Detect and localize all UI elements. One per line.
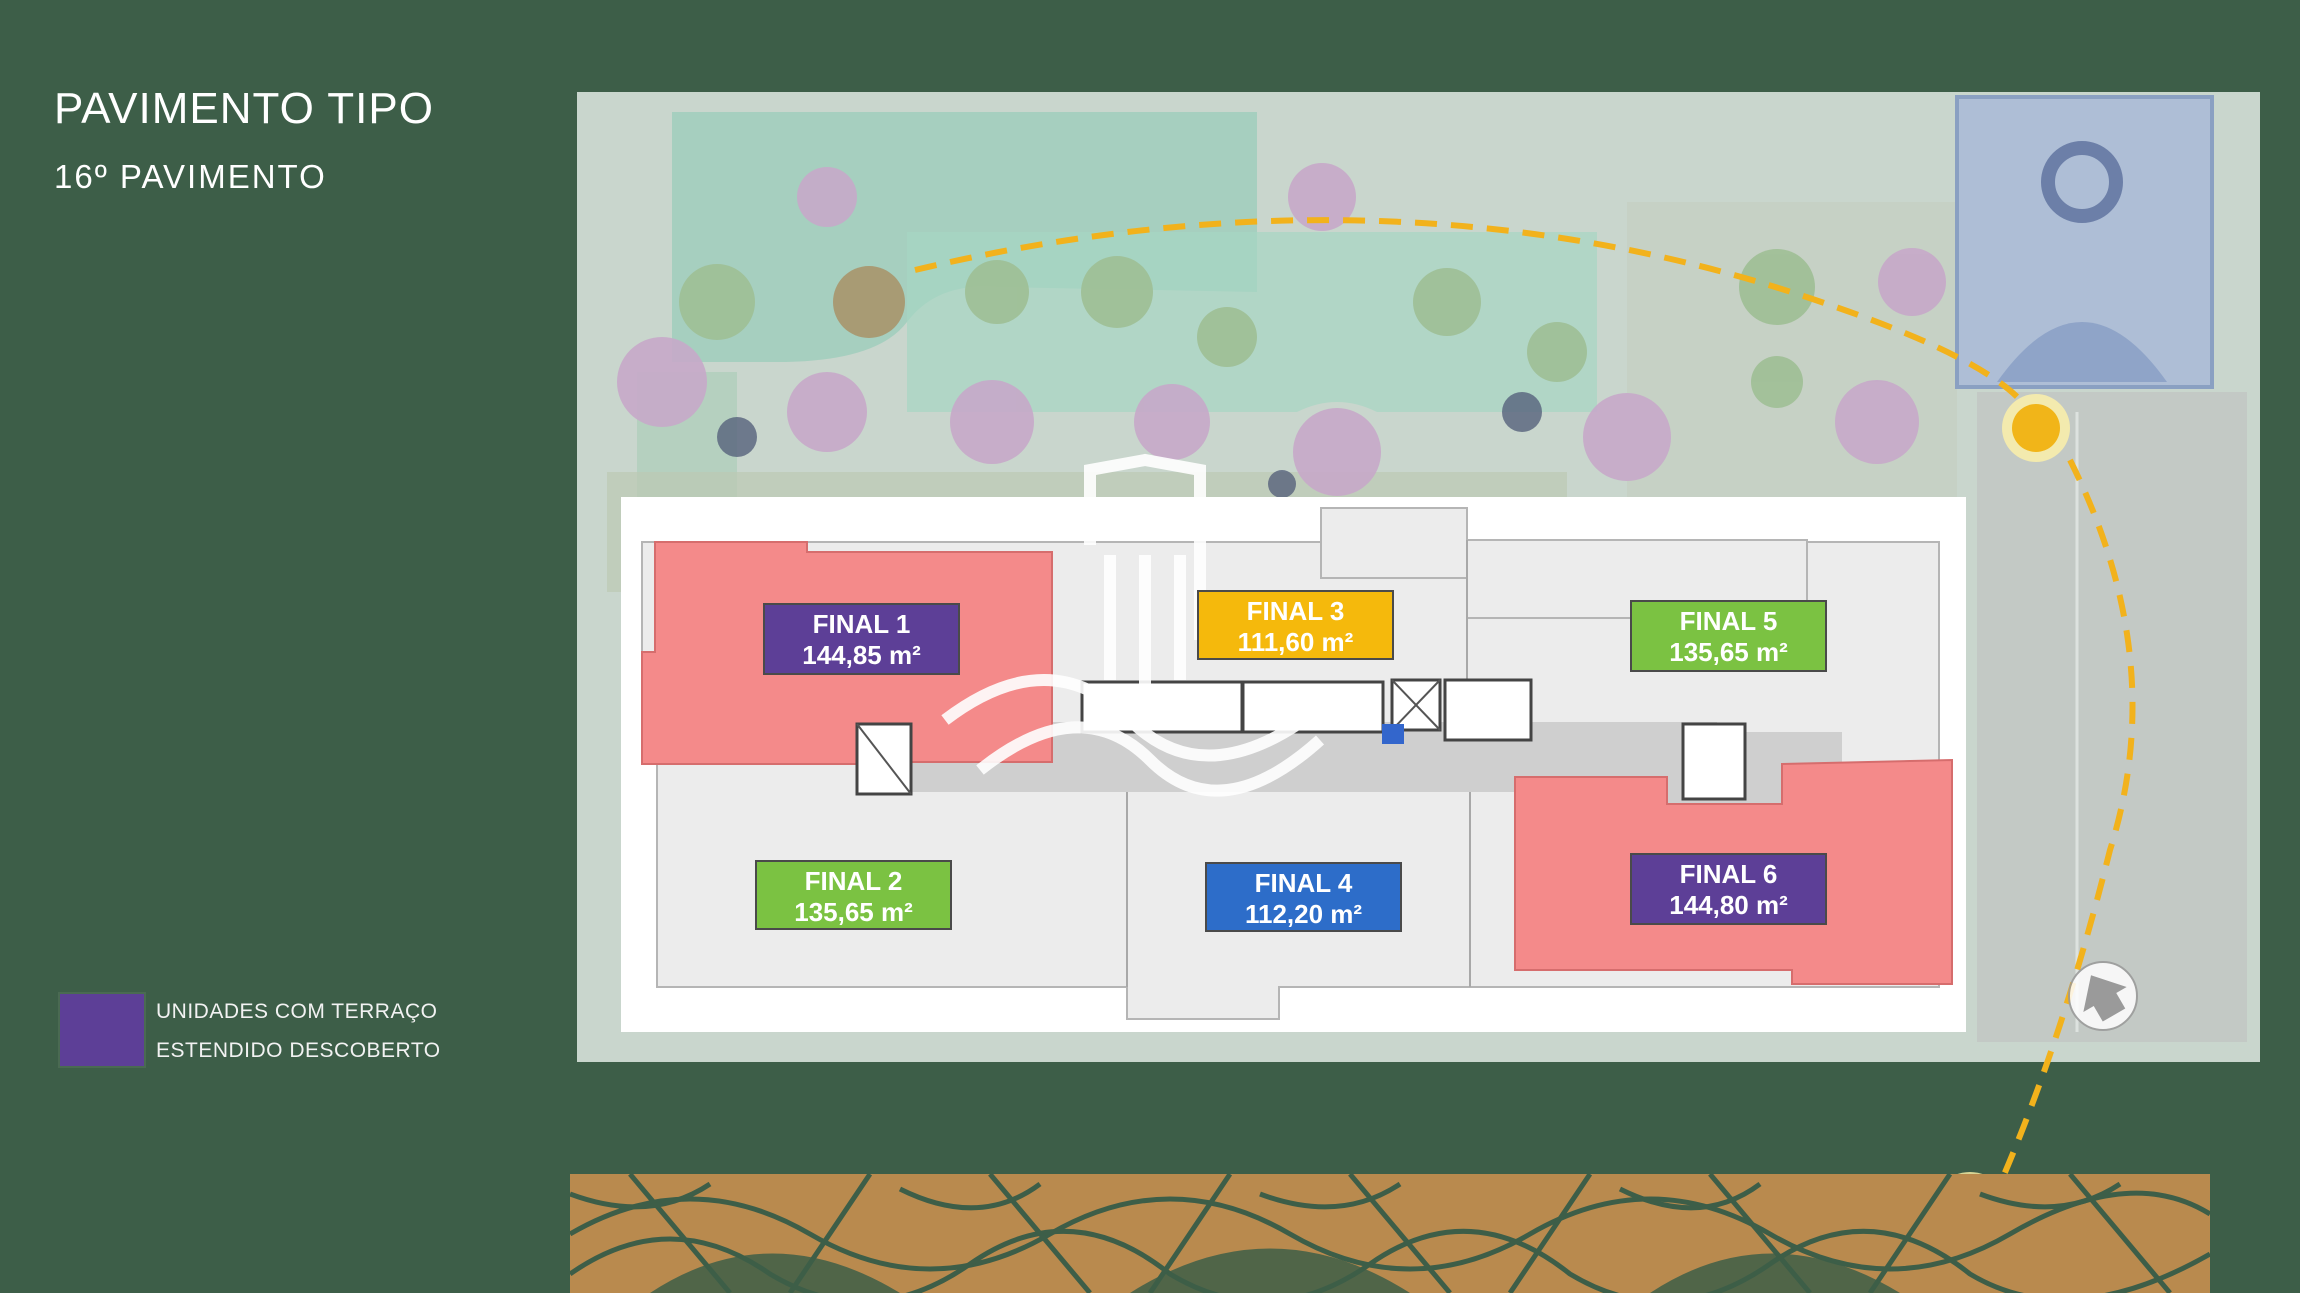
unit-area: 111,60 m²	[1237, 627, 1354, 657]
unit-area: 144,85 m²	[802, 640, 921, 670]
accessibility-icon	[1382, 724, 1404, 744]
unit-name: FINAL 3	[1246, 596, 1345, 626]
unit-label-final-5: FINAL 5 135,65 m²	[1630, 600, 1827, 672]
page-title: PAVIMENTO TIPO	[54, 84, 434, 133]
page-subtitle: 16º PAVIMENTO	[54, 158, 327, 195]
unit-label-final-2: FINAL 2 135,65 m²	[755, 860, 952, 930]
unit-name: FINAL 1	[812, 609, 911, 639]
unit-area: 112,20 m²	[1244, 899, 1363, 929]
unit-name: FINAL 2	[804, 866, 903, 896]
legend-label-line2: ESTENDIDO DESCOBERTO	[156, 1039, 441, 1062]
unit-name: FINAL 4	[1254, 868, 1353, 898]
unit-area: 144,80 m²	[1669, 890, 1788, 920]
unit-label-final-6: FINAL 6 144,80 m²	[1630, 853, 1827, 925]
unit-area: 135,65 m²	[1669, 637, 1788, 667]
legend-swatch-terrace	[58, 992, 146, 1068]
unit-name: FINAL 5	[1679, 606, 1778, 636]
unit-label-final-4: FINAL 4 112,20 m²	[1205, 862, 1402, 932]
unit-name: FINAL 6	[1679, 859, 1778, 889]
legend-label-line1: UNIDADES COM TERRAÇO	[156, 1000, 438, 1023]
unit-area: 135,65 m²	[794, 897, 913, 927]
leaf-pattern-footer	[570, 1174, 2210, 1293]
unit-label-final-3: FINAL 3 111,60 m²	[1197, 590, 1394, 660]
unit-label-final-1: FINAL 1 144,85 m²	[763, 603, 960, 675]
